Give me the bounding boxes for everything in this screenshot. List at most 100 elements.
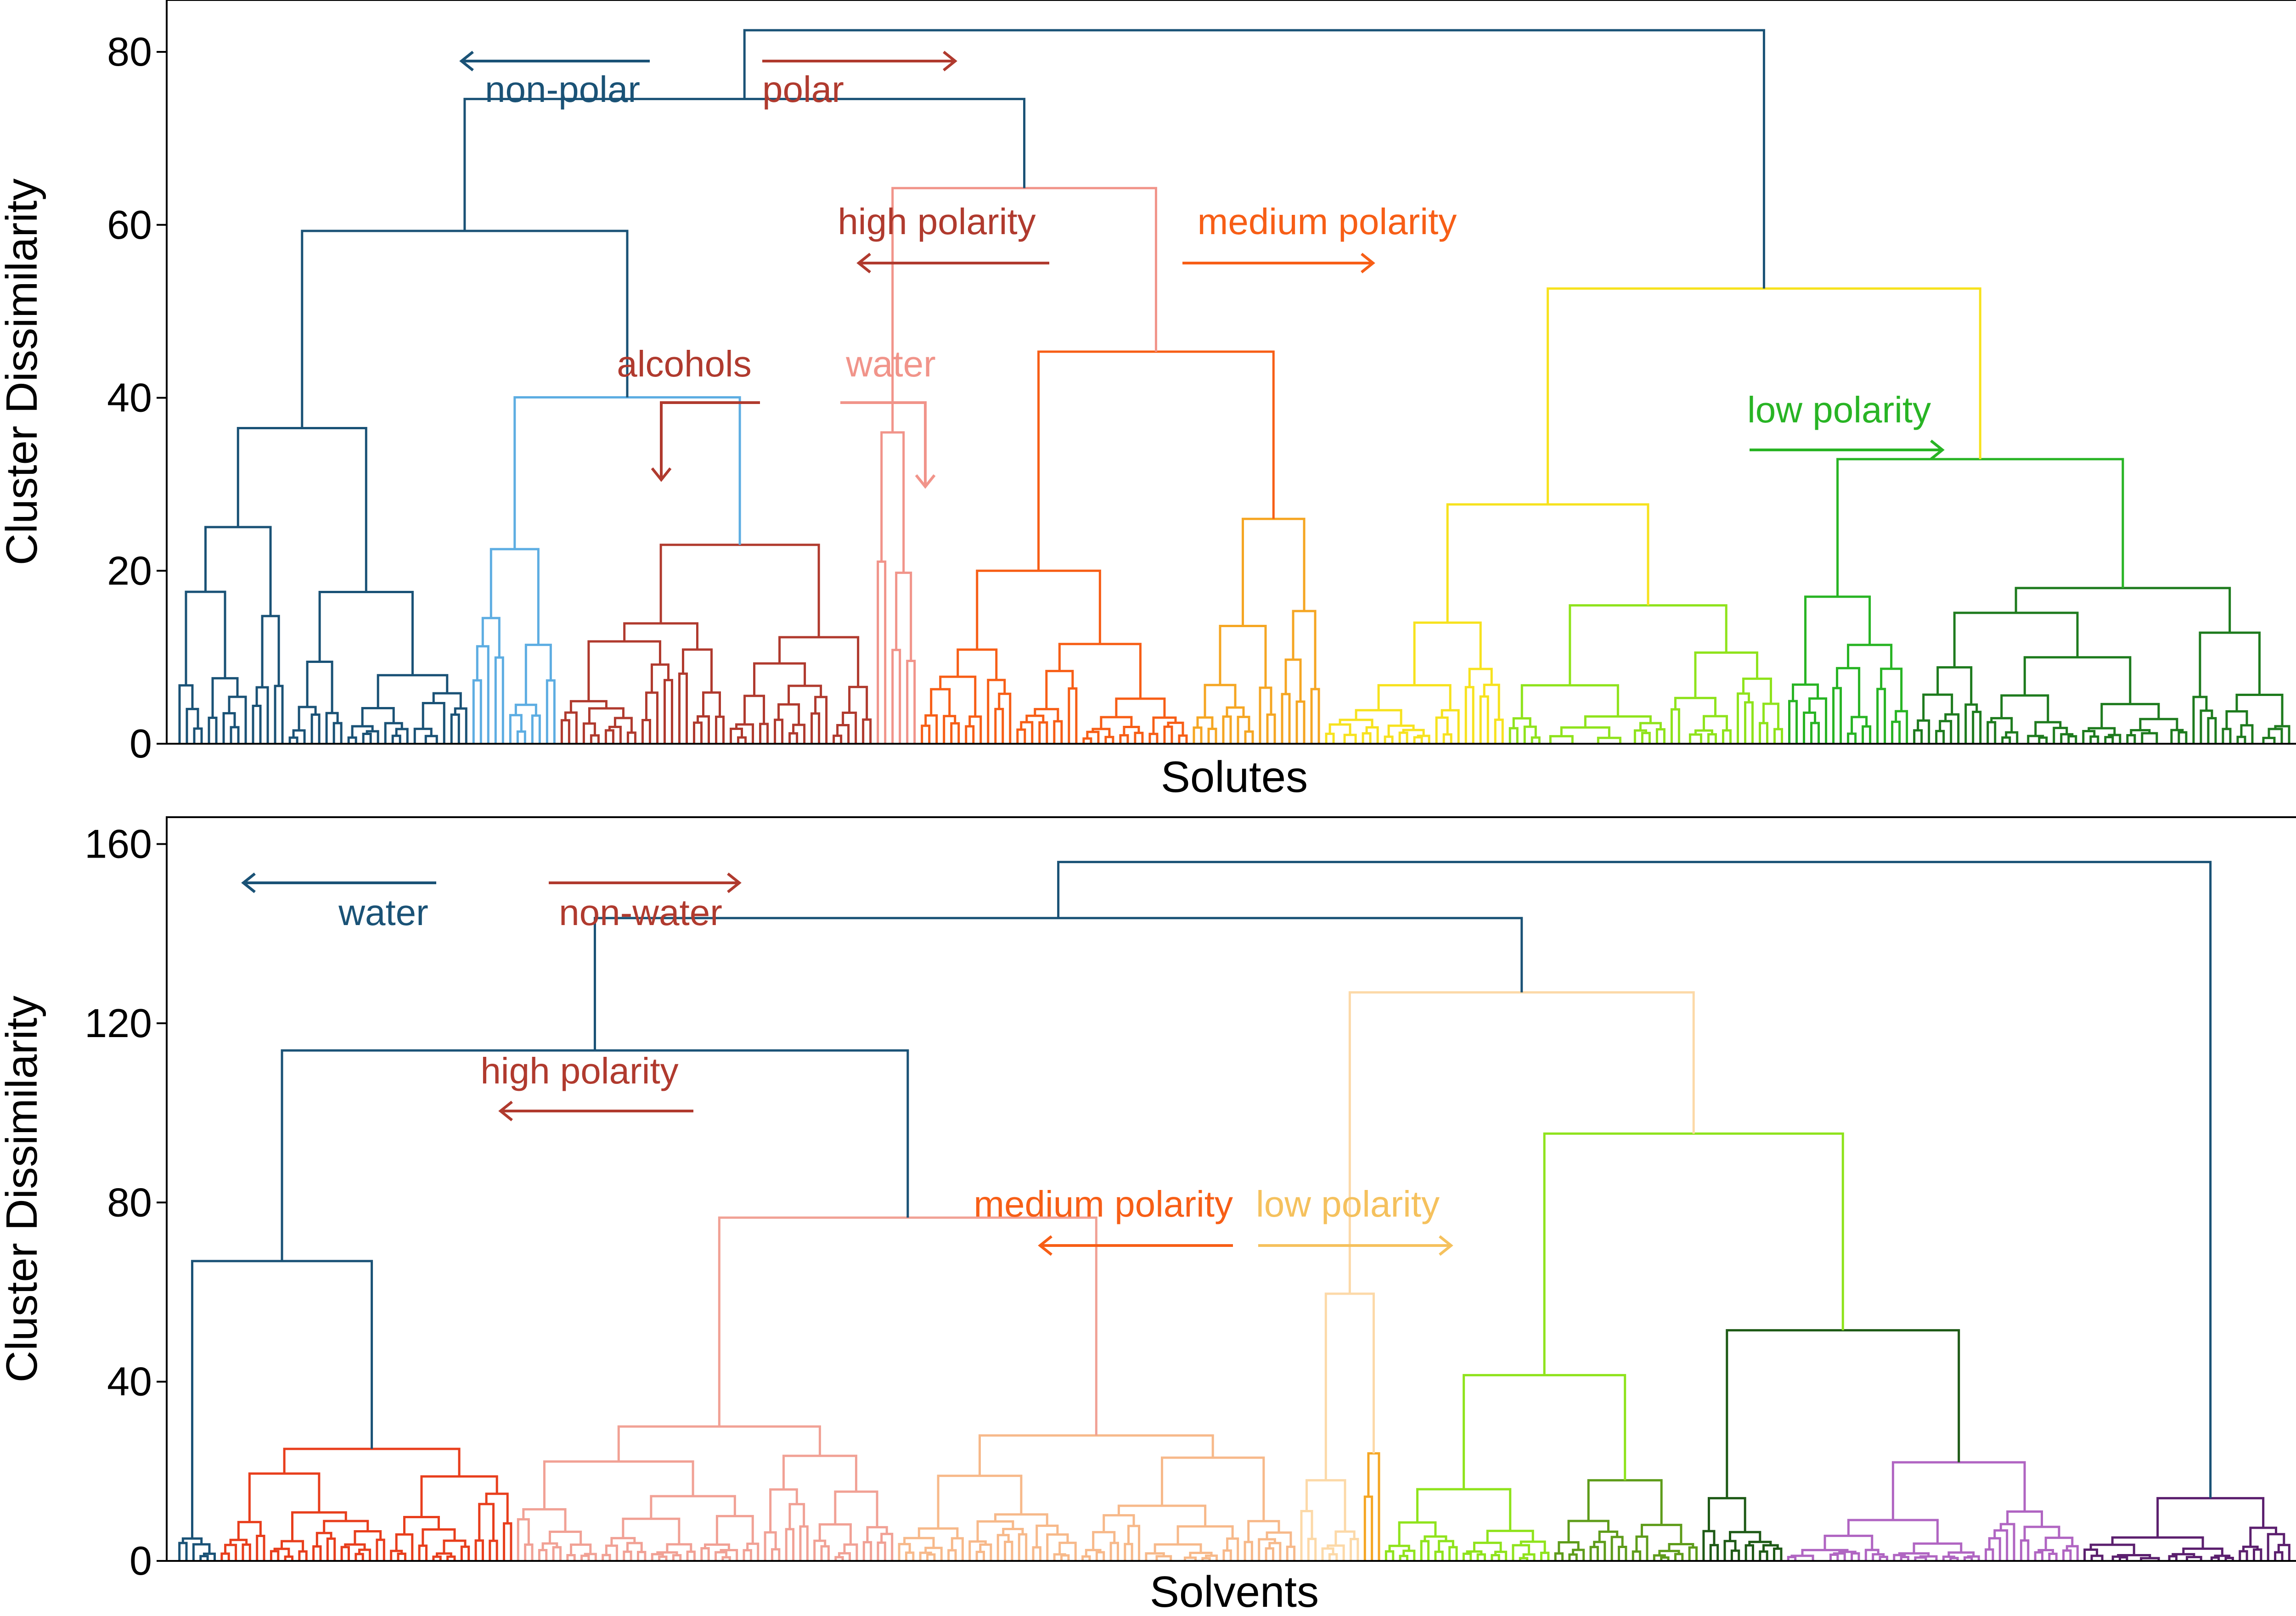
dendrogram-link [2224,1557,2234,1561]
dendrogram-link [743,29,1765,289]
dendrogram-link [580,1554,590,1561]
dendrogram-link [905,1551,915,1561]
dendrogram-link [1086,730,1100,744]
y-tick-label: 160 [84,821,152,867]
dendrogram-link [1020,721,1034,744]
dendrogram-link [478,1503,495,1541]
dendrogram-link [1942,1555,1955,1561]
dendrogram-link [903,1537,935,1548]
dendrogram-link [1018,1533,1028,1561]
dendrogram-link [891,187,1157,432]
dendrogram-link [1365,726,1379,744]
dendrogram-link [2089,1543,2135,1555]
solutes-dendrogram-links [178,29,2290,744]
dendrogram-link [1464,686,1474,744]
dendrogram-link [1549,735,1574,744]
dendrogram-link [1441,709,1460,744]
dendrogram-link [366,730,379,744]
dendrogram-link [418,1544,428,1561]
dendrogram-link [485,1493,509,1524]
dendrogram-link [877,1541,886,1561]
dendrogram-link [1388,1544,1410,1552]
dendrogram-link [1310,688,1320,744]
dendrogram-link [178,1542,188,1561]
dendrogram-link [1810,722,1820,744]
dendrogram-link [1268,1542,1282,1561]
dendrogram-link [450,713,460,744]
arrow-polar [762,50,957,72]
dendrogram-link [1540,1551,1550,1561]
dendrogram-link [788,1503,805,1529]
annotation-alcohols: alcohols [617,343,752,384]
dendrogram-link [774,718,784,744]
dendrogram-link [2023,656,2132,704]
annotation-non-polar: non-polar [485,69,640,110]
dendrogram-link [186,707,199,744]
dendrogram-link [843,1543,858,1561]
dendrogram-link [1416,1488,1512,1531]
dendrogram-link [2222,728,2232,744]
dendrogram-link [178,684,194,744]
dendrogram-link [548,1530,582,1545]
dendrogram-link [1972,711,1982,744]
dendrogram-link [397,1552,406,1561]
dendrogram-link [395,728,409,744]
annotation-medium-polarity: medium polarity [974,1184,1233,1224]
dendrogram-link [891,649,901,744]
dendrogram-link [637,1551,647,1561]
dendrogram-link [593,917,1523,1051]
dendrogram-link [436,1552,452,1557]
dendrogram-link [2236,735,2246,744]
dendrogram-link [1448,1546,1458,1561]
dendrogram-link [1034,708,1059,722]
dendrogram-link [1531,736,1541,744]
dendrogram-link [1913,729,1923,744]
y-tick-label: 40 [107,1359,152,1404]
dendrogram-link [1377,684,1452,711]
dendrogram-link [590,734,600,744]
dendrogram-link [1424,1535,1447,1541]
dendrogram-link [224,1543,237,1561]
dendrogram-link [1723,1540,1737,1561]
dendrogram-link [1483,684,1500,720]
y-tick-label: 0 [129,1538,152,1583]
dendrogram-link [950,722,960,744]
dendrogram-link [838,1552,851,1561]
dendrogram-link [917,1527,959,1538]
dendrogram-link [403,1515,440,1535]
dendrogram-link [1237,716,1250,744]
dendrogram-link [1702,715,1728,731]
dendrogram-link [1702,1530,1716,1561]
solvents-dendrogram-links [178,861,2290,1561]
y-tick-label: 80 [107,29,152,74]
dendrogram-link [1435,716,1449,744]
dendrogram-link [1420,1540,1430,1561]
dendrogram-link [354,1530,382,1545]
dendrogram-link [193,727,203,744]
dendrogram-link [777,703,800,725]
dendrogram-link [1115,697,1166,718]
dendrogram-link [1413,621,1482,685]
dendrogram-link [1568,1553,1578,1561]
dendrogram-link [1154,1543,1202,1554]
dendrogram-link [1434,1550,1444,1561]
dendrogram-link [2239,1550,2248,1561]
dendrogram-link [2111,1555,2125,1561]
dendrogram-link [1046,1533,1069,1561]
dendrogram-link [746,1543,760,1561]
dendrogram-link [1053,1553,1066,1561]
dendrogram-link [2192,696,2208,744]
dendrogram-link [509,714,523,744]
dendrogram-link [192,1543,211,1561]
dendrogram-link [2274,1551,2284,1561]
solvents-plot-frame [166,816,2296,1562]
dendrogram-link [2140,1557,2160,1561]
dendrogram-link [1967,1555,1980,1561]
dendrogram-link [769,1488,798,1532]
dendrogram-link [818,1523,852,1545]
dendrogram-link [2006,1510,2043,1527]
dendrogram-link [1085,1549,1102,1557]
dendrogram-link [2277,1543,2290,1561]
